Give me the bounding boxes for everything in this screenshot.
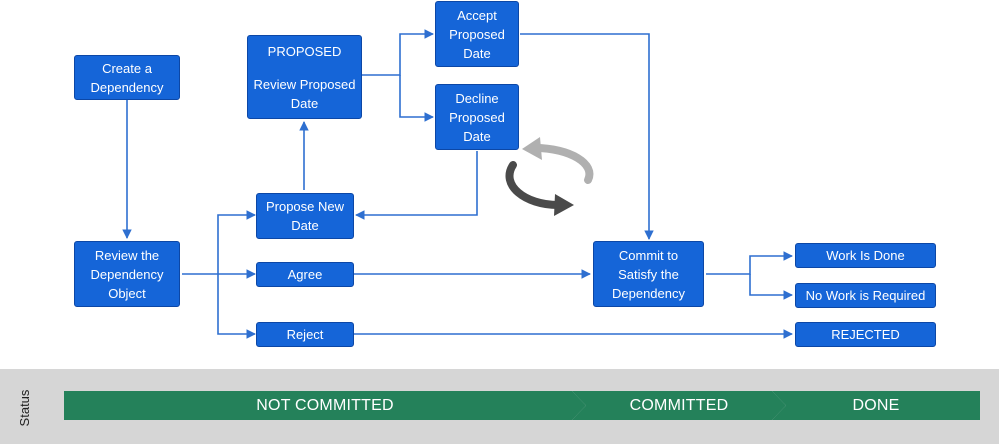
node-label-line: Accept: [457, 7, 497, 23]
node-label-line: Date: [463, 45, 491, 61]
arrow-proposed-to-accept: [362, 29, 434, 76]
node-label: Reject: [286, 327, 324, 342]
node-label-line: Dependency: [90, 266, 164, 282]
node-label-line: Commit to: [618, 247, 679, 263]
node-label-line: Dependency: [90, 79, 164, 95]
arrow-commit-to-workdone: [706, 251, 793, 275]
node-label-line: Review the: [94, 247, 160, 263]
node-no-work-required[interactable]: No Work is Required: [795, 283, 936, 308]
status-stage-done: DONE: [772, 391, 980, 420]
node-label-line: Dependency: [612, 285, 685, 301]
node-label: No Work is Required: [805, 288, 926, 303]
circular-arrows-icon: [505, 137, 594, 216]
node-label-line: Object: [108, 285, 146, 301]
arrow-proposed-to-decline: [399, 75, 434, 122]
node-label: Work Is Done: [826, 248, 905, 263]
node-label-line: Proposed: [449, 109, 505, 125]
arrow-commit-to-nowork: [749, 274, 793, 300]
node-header: PROPOSED: [267, 43, 342, 59]
node-label-line: Satisfy the: [618, 266, 679, 282]
node-label-line: Proposed: [449, 26, 505, 42]
arrow-decline-to-propose: [355, 151, 478, 220]
status-stage-not-committed: NOT COMMITTED: [64, 391, 586, 420]
node-reject[interactable]: Reject: [256, 322, 354, 347]
status-label: Status: [16, 389, 32, 427]
node-label-line: Date: [463, 128, 491, 144]
node-label-line: Create a: [102, 60, 152, 76]
node-label-line: Date: [291, 218, 319, 233]
arrow-review-to-reject: [217, 274, 256, 339]
node-label-line: Propose New: [265, 199, 345, 214]
node-label-line: Decline: [455, 90, 499, 106]
arrow-review-to-propose: [217, 210, 256, 274]
node-label: Agree: [287, 267, 323, 282]
node-label: REJECTED: [831, 327, 900, 342]
node-create-dependency[interactable]: Create a Dependency: [74, 55, 180, 100]
node-work-is-done[interactable]: Work Is Done: [795, 243, 936, 268]
status-stage-committed: COMMITTED: [572, 391, 786, 420]
node-rejected[interactable]: REJECTED: [795, 322, 936, 347]
node-label-line: Review Proposed: [253, 76, 356, 92]
node-label-line: Date: [290, 95, 319, 111]
arrow-accept-to-commit: [520, 33, 654, 240]
node-agree[interactable]: Agree: [256, 262, 354, 287]
